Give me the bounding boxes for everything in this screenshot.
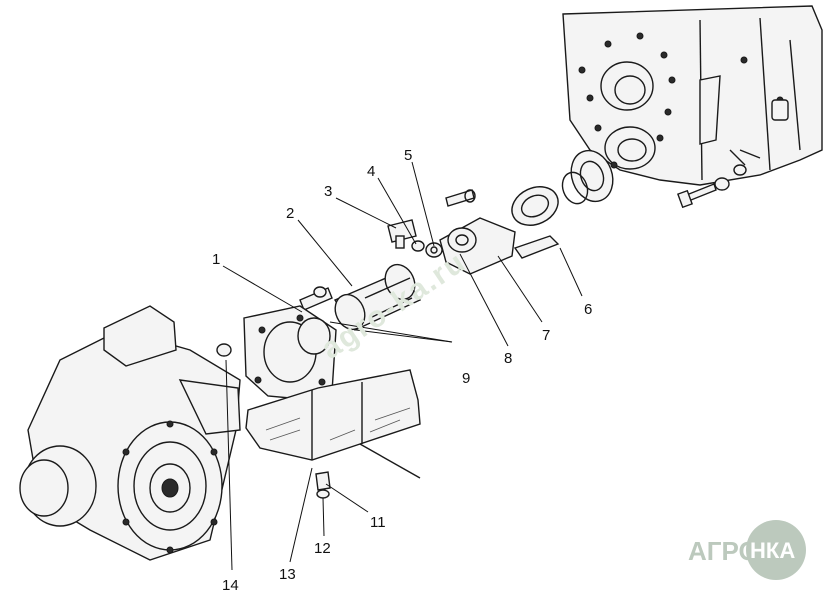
callout-6: 6 [584,301,592,318]
part-4-washer [411,240,425,252]
gearbox-housing [562,5,823,186]
agronka-logo: АГРО НКА [688,520,806,580]
part-7-8-universal-yoke [439,189,516,275]
callout-2: 2 [286,205,294,222]
callout-4: 4 [367,163,375,180]
callout-labels: 1 2 3 4 5 6 7 8 9 11 12 13 14 [212,147,592,594]
callout-14: 14 [222,577,239,594]
logo-text-badge: НКА [750,538,795,563]
part-5-nipple [425,242,443,258]
callout-1: 1 [212,251,220,268]
part-3-tee-fitting [387,219,417,249]
logo-badge-circle [746,520,806,580]
part-2-cardan-shaft [299,263,422,331]
part-9-guard-shield [245,369,421,479]
callout-7: 7 [542,327,550,344]
callout-12: 12 [314,540,331,557]
part-14-final-drive-housing [19,305,241,561]
callout-9: 9 [462,370,470,387]
part-1-flange [216,305,337,401]
callout-11: 11 [370,514,386,531]
part-11-12-drain-bolt [315,471,331,499]
part-6-bearing-assembly [511,149,614,259]
callout-13: 13 [279,566,296,583]
callout-5: 5 [404,147,412,164]
callout-8: 8 [504,350,512,367]
leader-lines [222,161,583,571]
callout-3: 3 [324,183,332,200]
housing-bolt [677,164,747,209]
